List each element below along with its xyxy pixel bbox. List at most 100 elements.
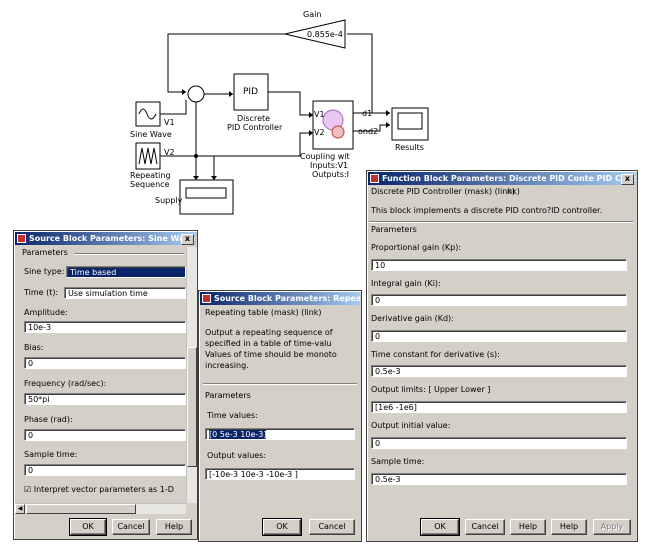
rep-desc-line: Output a repeating sequence of (205, 328, 333, 337)
sine-params-divider (74, 253, 184, 255)
sum-block[interactable] (187, 85, 205, 103)
pid-description: This block implements a discrete PID con… (371, 206, 603, 215)
coupling-caption-1: Coupling wit (300, 152, 350, 161)
pid-dialog-title: Function Block Parameters: Discrete PID … (382, 174, 636, 183)
kp-field[interactable]: 10 (371, 259, 627, 271)
supply-block[interactable] (179, 179, 234, 215)
rep-label-1: Repeating (130, 171, 171, 180)
kd-label: Derivative gain (Kd): (371, 314, 454, 323)
coupling-caption-2: Inputs:V1 (310, 161, 349, 170)
ok-button[interactable]: OK (262, 518, 302, 536)
results-label: Results (395, 143, 424, 152)
sine-wave-dialog: Source Block Parameters: Sine Wave x Par… (13, 230, 198, 540)
rep-params-header: Parameters (205, 391, 251, 400)
time-values-field[interactable]: [0 5e-3 10e-3] (205, 428, 355, 440)
sample-time-field[interactable]: 0 (24, 464, 186, 476)
phase-label: Phase (rad): (24, 415, 73, 424)
rep-dialog-titlebar[interactable]: Source Block Parameters: Repea (200, 292, 360, 305)
output-initial-field[interactable]: 0 (371, 437, 627, 449)
matlab-icon (17, 234, 26, 243)
output-values-field[interactable]: [-10e-3 10e-3 -10e-3 ] (205, 468, 355, 480)
ki-field[interactable]: 0 (371, 294, 627, 306)
interpret-checkbox-row[interactable]: ☑ Interpret vector parameters as 1-D (24, 485, 174, 495)
amplitude-label: Amplitude: (24, 308, 68, 317)
wire-v1-label: V1 (164, 118, 175, 127)
wire-v2-label: V2 (164, 148, 175, 157)
rep-description: Output a repeating sequence of specified… (205, 327, 357, 371)
ok-button[interactable]: OK (420, 518, 460, 536)
sample-time-label: Sample time: (24, 450, 78, 459)
sine-block[interactable] (135, 101, 161, 127)
pid-dialog: Function Block Parameters: Discrete PID … (366, 170, 638, 542)
pid-params-header: Parameters (371, 225, 417, 234)
time-values-text: [0 5e-3 10e-3] (209, 430, 267, 439)
matlab-icon (202, 294, 211, 303)
sine-params-header: Parameters (22, 248, 68, 257)
kp-label: Proportional gain (Kp): (371, 243, 462, 252)
time-constant-field[interactable]: 0.5e-3 (371, 365, 627, 377)
frequency-field[interactable]: 50*pi (24, 393, 186, 405)
ki-label: Integral gain (Ki): (371, 279, 441, 288)
help-button[interactable]: Help (156, 519, 192, 535)
close-icon[interactable]: x (621, 174, 634, 185)
frequency-label: Frequency (rad/sec): (24, 379, 107, 388)
time-label: Time (t): (24, 288, 59, 297)
interpret-label: Interpret vector parameters as 1-D (33, 485, 174, 494)
gain-block[interactable] (284, 19, 346, 49)
time-values-label: Time values: (207, 411, 258, 420)
bias-label: Bias: (24, 343, 44, 352)
sine-horizontal-scrollbar[interactable]: ◀ (15, 503, 186, 514)
apply-button[interactable]: Apply (593, 519, 631, 535)
port-v2-label: V2 (314, 128, 325, 137)
checkbox-checked-icon[interactable]: ☑ (24, 485, 32, 494)
scroll-left-icon[interactable]: ◀ (15, 504, 25, 514)
rep-desc-line: Values of time should be monoto (205, 350, 337, 359)
amplitude-field[interactable]: 10e-3 (24, 321, 186, 333)
cancel-button[interactable]: Cancel (309, 519, 355, 535)
hscroll-thumb[interactable] (26, 504, 136, 514)
phase-field[interactable]: 0 (24, 429, 186, 441)
pid-label: PID (243, 87, 259, 97)
bias-field[interactable]: 0 (24, 357, 186, 369)
cancel-button[interactable]: Cancel (465, 519, 505, 535)
output-limits-label: Output limits: [ Upper Lower ] (371, 385, 491, 394)
coupling-block[interactable] (312, 100, 354, 150)
sample-time-field[interactable]: 0.5e-3 (371, 473, 627, 485)
pid-mask-header: Discrete PID Controller (mask) (link) (371, 187, 516, 196)
sample-time-label: Sample time: (371, 457, 425, 466)
rep-desc-line: increasing. (205, 361, 249, 370)
time-constant-label: Time constant for derivative (s): (371, 350, 500, 359)
rep-mask-header: Repeating table (mask) (link) (205, 308, 322, 317)
repeating-block[interactable] (135, 142, 161, 170)
sine-type-select[interactable]: Time based (66, 266, 186, 278)
sine-dialog-title: Source Block Parameters: Sine Wave (29, 234, 196, 243)
coupling-caption-3: Outputs:I (312, 170, 350, 179)
close-icon[interactable]: x (181, 234, 194, 245)
results-block[interactable] (391, 107, 429, 141)
help-button-2[interactable]: Help (551, 519, 587, 535)
help-button[interactable]: Help (510, 519, 546, 535)
rep-dialog-title: Source Block Parameters: Repea (214, 294, 360, 303)
sine-label: Sine Wave (130, 130, 172, 139)
pid-caption-1: Discrete (237, 114, 271, 123)
scroll-thumb[interactable] (187, 347, 197, 467)
pid-mask-tail: nk) (507, 187, 520, 196)
pid-divider (369, 221, 633, 223)
sine-vertical-scrollbar[interactable] (186, 247, 197, 503)
supply-label: Supply (155, 196, 183, 205)
output-values-label: Output values: (207, 451, 267, 460)
ok-button[interactable]: OK (69, 518, 107, 536)
kd-field[interactable]: 0 (371, 330, 627, 342)
rep-divider (203, 383, 357, 385)
repeating-sequence-dialog: Source Block Parameters: Repea Repeating… (198, 290, 362, 542)
cancel-button[interactable]: Cancel (112, 519, 150, 535)
port-out2-label: ond2 (358, 127, 379, 136)
port-v1-label: V1 (314, 110, 325, 119)
sine-dialog-titlebar[interactable]: Source Block Parameters: Sine Wave x (15, 232, 196, 245)
time-select[interactable]: Use simulation time (64, 287, 186, 299)
gain-value: 0.855e-4 (307, 30, 343, 39)
pid-dialog-titlebar[interactable]: Function Block Parameters: Discrete PID … (368, 172, 636, 185)
output-limits-field[interactable]: [1e6 -1e6] (371, 401, 627, 413)
